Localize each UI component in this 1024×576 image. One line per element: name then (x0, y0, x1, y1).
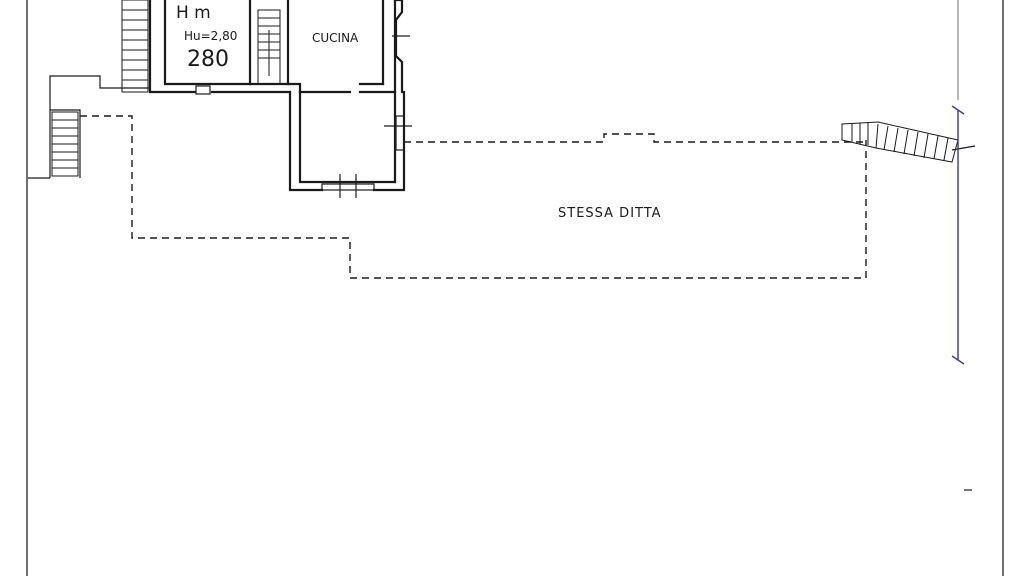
sheet-border (26, 0, 1004, 576)
height-value: 280 (187, 47, 229, 72)
building-walls (148, 0, 412, 198)
height-note: Hu=2,80 (184, 29, 237, 43)
upper-stair-left (121, 0, 149, 93)
right-stair (841, 121, 976, 163)
same-company-label: STESSA DITTA (558, 206, 662, 221)
dashed-boundary (80, 115, 867, 279)
room-label-hm: H m (176, 3, 211, 23)
dimension-line (951, 105, 972, 491)
left-stair (28, 75, 150, 179)
kitchen-label: CUCINA (312, 31, 359, 45)
